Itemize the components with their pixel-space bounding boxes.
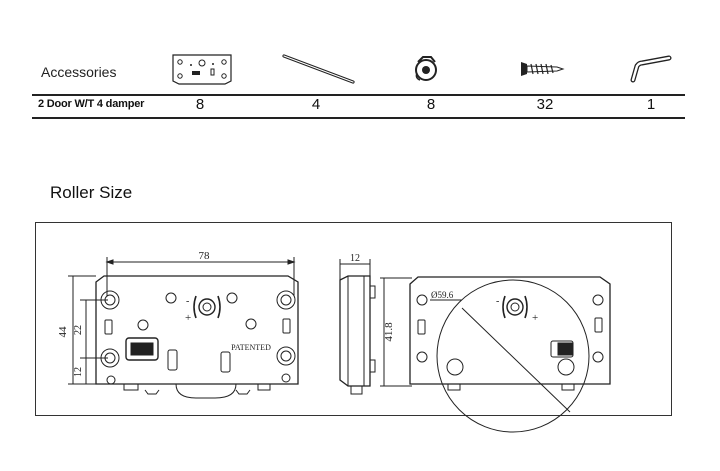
adjust-minus-mark-back: - <box>496 296 499 307</box>
row-title: 2 Door W/T 4 damper <box>38 98 145 110</box>
qty-stopper: 8 <box>426 96 436 113</box>
damper-plate-icon <box>168 48 236 90</box>
dim-height-44: 44 <box>57 326 69 338</box>
adjust-plus-mark-back: + <box>532 312 538 324</box>
table-bottom-rule <box>32 117 685 119</box>
roller-drawing-frame <box>35 222 672 416</box>
qty-hex-key: 1 <box>646 96 656 113</box>
dim-wheel-diameter: Ø59.6 <box>431 290 454 300</box>
dim-height-41-8: 41.8 <box>383 322 395 342</box>
accessories-label: Accessories <box>41 64 117 80</box>
dim-height-22: 22 <box>73 325 84 335</box>
qty-damper-plate: 8 <box>195 96 205 113</box>
patented-stamp: PATENTED <box>231 343 271 352</box>
front-view <box>68 257 299 399</box>
back-view <box>380 276 611 433</box>
hex-key-icon <box>628 48 674 90</box>
screw-icon <box>518 48 566 90</box>
stopper-clip-icon <box>408 48 444 90</box>
table-header-rule <box>32 94 685 96</box>
side-view <box>339 259 376 395</box>
adjust-minus-mark: - <box>186 296 189 307</box>
dim-height-12: 12 <box>73 367 84 377</box>
qty-screw: 32 <box>536 96 554 113</box>
qty-rod: 4 <box>311 96 321 113</box>
dim-thickness-12: 12 <box>350 253 360 264</box>
roller-size-title: Roller Size <box>50 183 133 202</box>
rod-icon <box>280 48 360 90</box>
dim-width-78: 78 <box>199 250 211 262</box>
adjust-plus-mark: + <box>185 312 191 324</box>
